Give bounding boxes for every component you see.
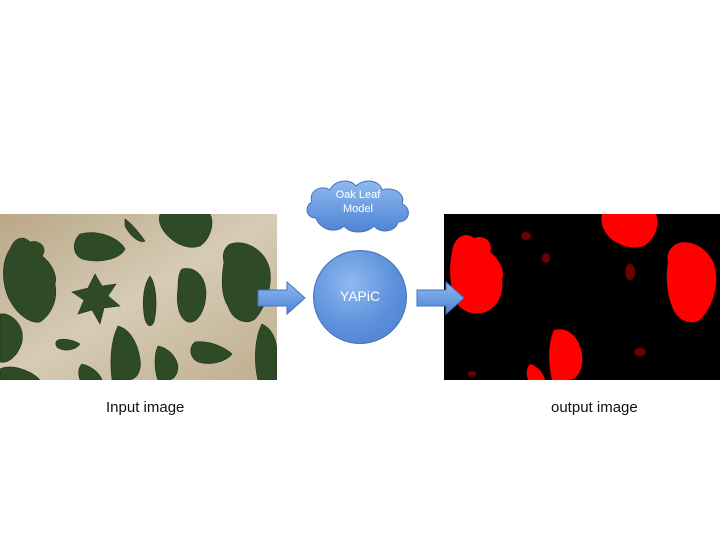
mask-noise — [625, 264, 635, 280]
right-arrow-icon — [416, 281, 465, 315]
model-cloud-line2: Model — [343, 203, 373, 215]
leaf-shape — [0, 366, 41, 380]
mask-region — [526, 364, 545, 380]
mask-region — [601, 214, 658, 248]
model-cloud-line1: Oak Leaf — [335, 189, 381, 201]
leaf-shape — [78, 363, 103, 380]
yapic-process-node — [313, 250, 407, 344]
input-image-caption: Input image — [106, 399, 185, 416]
mask-noise — [521, 232, 531, 240]
mask-noise — [542, 253, 550, 263]
leaf-shape — [255, 323, 277, 380]
mask-noise — [634, 348, 646, 356]
leaf-shape — [158, 214, 213, 248]
leaf-shape — [142, 275, 157, 326]
output-segmentation-mask — [444, 214, 720, 380]
leaf-shape — [110, 325, 141, 380]
leaf-shape — [55, 338, 81, 351]
right-arrow-icon — [257, 281, 306, 315]
input-leaf-photo — [0, 214, 277, 380]
model-cloud-label: Oak Leaf Model — [302, 188, 414, 216]
leaf-shape — [154, 345, 179, 380]
leaf-shape — [190, 341, 233, 364]
leaf-shape — [124, 218, 146, 242]
output-image-caption: output image — [551, 399, 638, 416]
mask-region — [666, 242, 717, 323]
leaf-shape — [0, 313, 23, 363]
leaf-shape — [3, 237, 57, 323]
yapic-node-label: YAPiC — [339, 288, 381, 304]
leaf-shape — [177, 268, 207, 323]
mask-region — [450, 235, 504, 314]
leaf-shape — [73, 232, 126, 262]
leaf-shape — [71, 273, 121, 325]
mask-region — [549, 329, 583, 380]
model-cloud-icon — [306, 180, 409, 233]
mask-noise — [468, 371, 476, 377]
